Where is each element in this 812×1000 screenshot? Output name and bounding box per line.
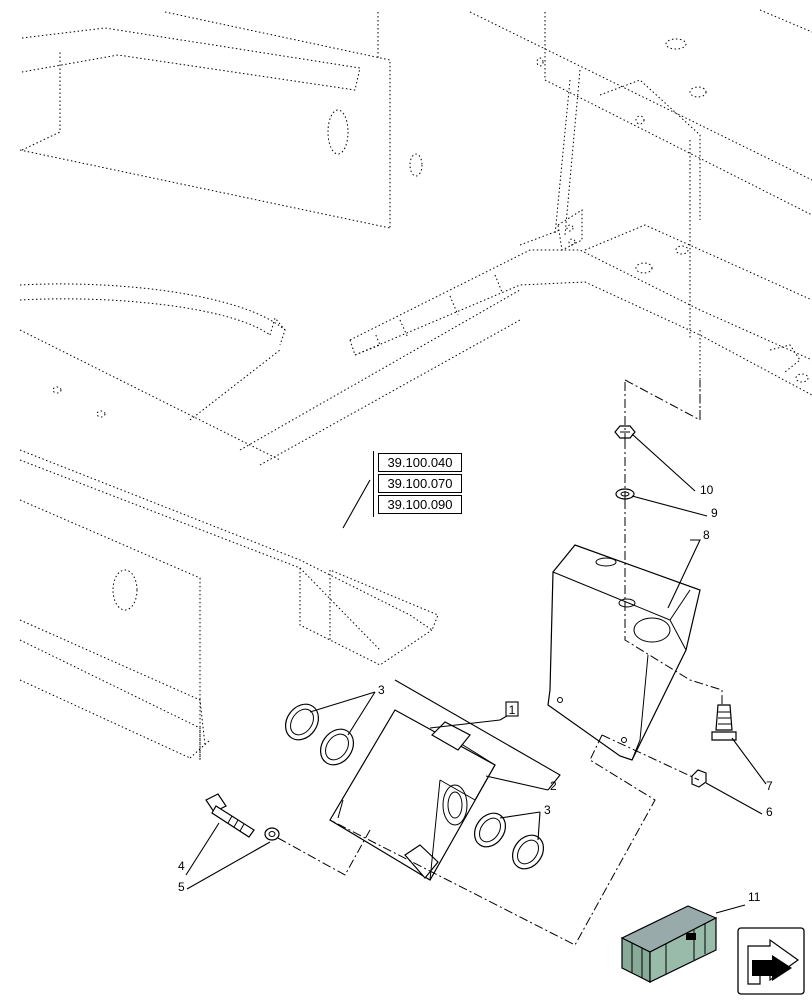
reference-link-1[interactable]: 39.100.040 <box>378 453 462 472</box>
reference-bracket <box>373 451 377 517</box>
callout-5[interactable]: 5 <box>178 880 185 894</box>
callout-1[interactable]: 1 <box>509 703 516 717</box>
bolt-and-washer <box>205 793 280 841</box>
callout-7[interactable]: 7 <box>766 779 773 793</box>
o-rings <box>284 703 545 870</box>
callout-4[interactable]: 4 <box>178 859 185 873</box>
assembly-centre-lines <box>277 379 723 946</box>
callout-9[interactable]: 9 <box>711 506 718 520</box>
valve-block <box>329 709 496 881</box>
callout-6[interactable]: 6 <box>766 805 773 819</box>
callout-3-upper[interactable]: 3 <box>378 683 385 697</box>
frame-phantom <box>19 9 812 760</box>
kit-crate-icon <box>620 905 718 983</box>
mounting-bracket <box>547 544 701 761</box>
callout-11[interactable]: 11 <box>748 890 761 904</box>
reference-link-3[interactable]: 39.100.090 <box>378 495 462 514</box>
callouts: 1 2 3 3 4 5 6 7 8 9 10 11 <box>178 483 773 904</box>
fasteners <box>614 425 737 788</box>
callout-3-lower[interactable]: 3 <box>544 803 551 817</box>
callout-8[interactable]: 8 <box>703 528 710 542</box>
navigation-arrow-icon[interactable] <box>737 927 805 995</box>
callout-10[interactable]: 10 <box>700 483 714 497</box>
reference-link-2[interactable]: 39.100.070 <box>378 474 462 493</box>
callout-2[interactable]: 2 <box>550 779 557 793</box>
